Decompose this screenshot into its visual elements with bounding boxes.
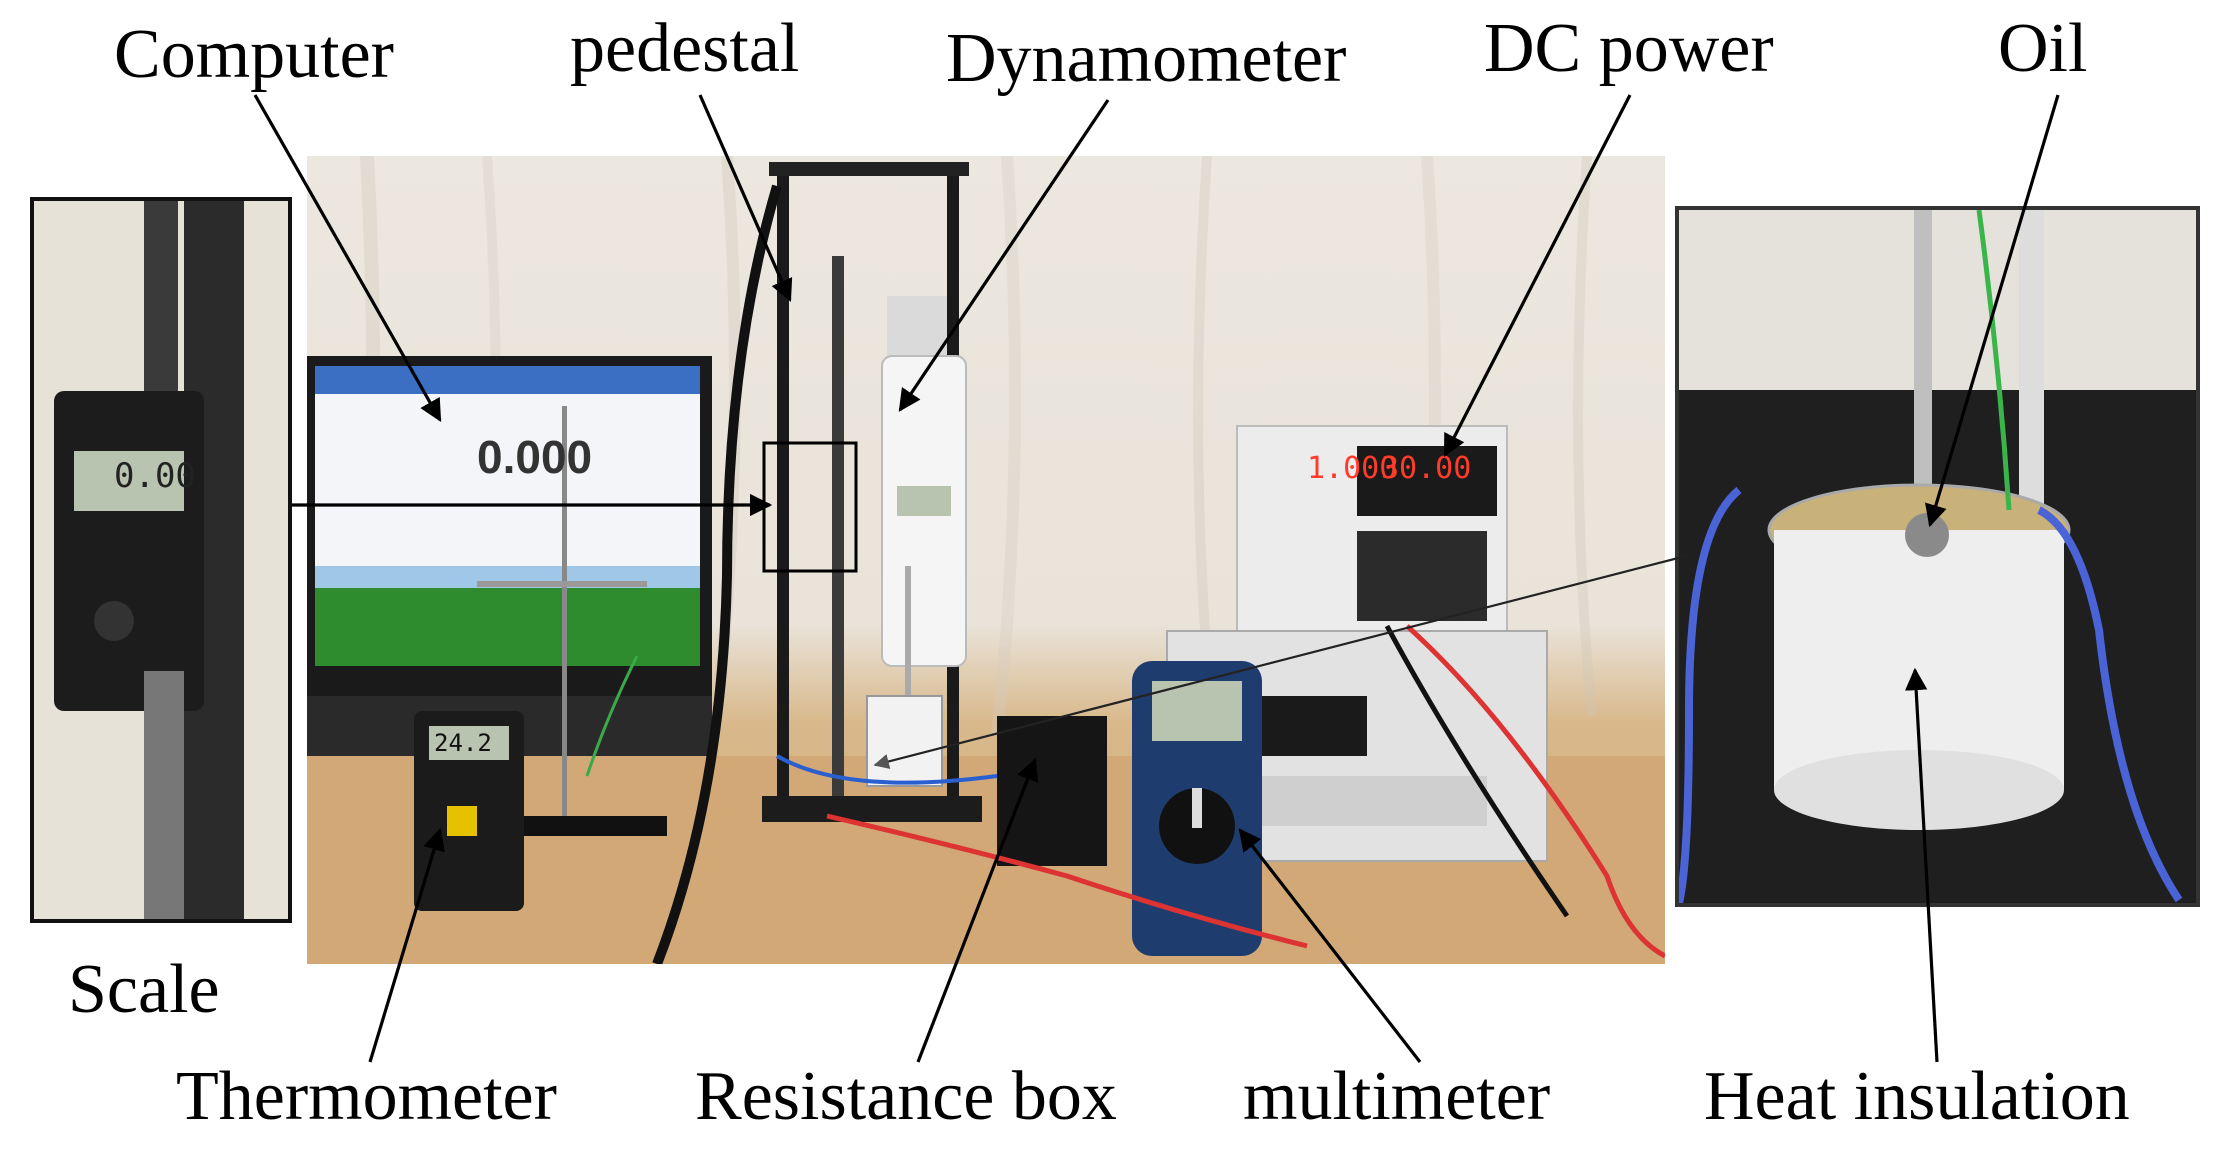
label-multimeter: multimeter [1243,1058,1551,1135]
main-apparatus-photo: 0.000 1.000 30.00 24.2 [307,156,1665,964]
computer-monitor [307,356,712,756]
label-dynamometer: Dynamometer [946,20,1347,97]
oil-inset-photo [1675,206,2200,907]
dc-voltage-readout: 30.00 [1381,451,1472,486]
label-thermometer: Thermometer [176,1058,557,1135]
label-scale: Scale [68,951,220,1028]
computer-screen-readout: 0.000 [477,431,593,483]
dc-current-readout: 1.000 [1307,451,1398,486]
thermometer-readout: 24.2 [434,729,492,757]
apparatus-illustration [307,156,1665,964]
scale-inset-photo: 0.00 [30,197,292,923]
label-heat-insulation: Heat insulation [1704,1058,2130,1135]
scale-illustration [54,201,244,919]
label-computer: Computer [114,16,394,93]
resistance-box-device [997,716,1107,866]
label-oil: Oil [1998,10,2088,87]
multimeter-device [1132,661,1262,956]
label-dc-power: DC power [1484,10,1774,87]
retort-stand [477,406,667,836]
test-stand [762,162,982,822]
label-resistance-box: Resistance box [695,1058,1117,1135]
scale-readout: 0.00 [114,456,196,496]
label-pedestal: pedestal [570,10,800,87]
oil-cup-illustration [1679,210,2196,903]
